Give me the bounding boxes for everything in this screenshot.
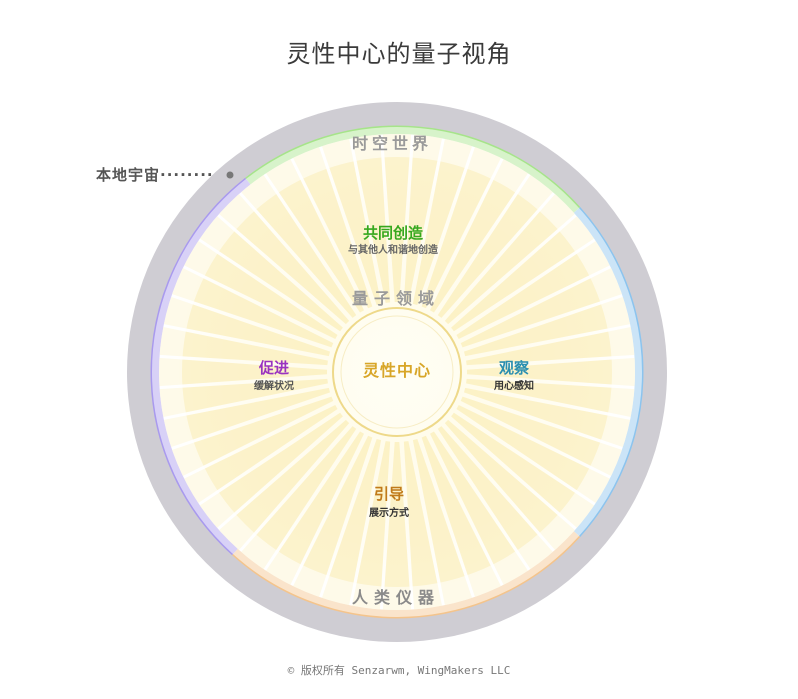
- sun-ray: [198, 412, 343, 530]
- ring-bottom-label: 人类仪器: [352, 588, 440, 607]
- cocreate-subtitle: 与其他人和谐地创造: [348, 243, 439, 256]
- guide-title: 引导: [374, 485, 404, 503]
- guide-subtitle: 展示方式: [369, 506, 409, 519]
- sun-ray: [264, 431, 364, 587]
- sun-ray: [182, 405, 338, 505]
- copyright-footer: © 版权所有 Senzarwm, WingMakers LLC: [287, 664, 511, 677]
- sun-ray: [421, 145, 502, 309]
- sun-ray: [217, 192, 350, 325]
- sun-ray: [264, 157, 364, 313]
- sun-ray: [463, 387, 633, 448]
- page-title: 灵性中心的量子视角: [286, 40, 512, 68]
- quantum-field-label: 量子领域: [352, 289, 440, 308]
- sun-ray: [182, 239, 338, 339]
- universe-pointer-dot: [226, 171, 234, 179]
- sun-ray: [466, 357, 635, 387]
- sun-ray: [412, 136, 473, 306]
- local-universe-text: 本地宇宙: [96, 166, 161, 184]
- sun-ray: [159, 326, 328, 366]
- sun-ray: [444, 192, 577, 325]
- sun-ray: [161, 387, 331, 448]
- sun-ray: [351, 134, 391, 303]
- sun-ray: [321, 438, 382, 608]
- sun-ray: [170, 267, 334, 348]
- sun-ray: [466, 378, 635, 418]
- sun-ray: [239, 426, 357, 571]
- sun-ray: [430, 157, 530, 313]
- sun-ray: [382, 134, 412, 303]
- sun-ray: [444, 419, 577, 552]
- sun-ray: [460, 267, 624, 348]
- center-circle: [332, 307, 462, 437]
- sun-ray: [456, 239, 612, 339]
- sun-ray: [466, 326, 635, 366]
- sun-ray: [351, 441, 391, 610]
- sun-ray: [217, 419, 350, 552]
- sun-ray: [159, 357, 328, 387]
- sun-ray: [170, 396, 334, 477]
- sun-ray: [161, 296, 331, 357]
- sun-ray: [321, 136, 382, 306]
- sun-ray: [412, 438, 473, 608]
- sunburst-rays: [159, 134, 635, 610]
- sun-ray: [451, 412, 596, 530]
- sun-ray: [430, 431, 530, 587]
- sun-ray: [421, 435, 502, 599]
- sun-ray: [159, 378, 328, 418]
- center-label: 灵性中心: [363, 361, 431, 380]
- sun-ray: [463, 296, 633, 357]
- sun-ray: [239, 173, 357, 318]
- sun-ray: [403, 134, 443, 303]
- sun-ray: [451, 214, 596, 332]
- sun-ray: [460, 396, 624, 477]
- sun-ray: [437, 426, 555, 571]
- cocreate-title: 共同创造: [363, 224, 423, 242]
- sun-ray: [382, 441, 412, 610]
- sun-ray: [292, 145, 373, 309]
- sun-ray: [456, 405, 612, 505]
- facilitate-subtitle: 缓解状况: [253, 379, 294, 392]
- observe-subtitle: 用心感知: [493, 379, 534, 392]
- sun-ray: [292, 435, 373, 599]
- ring-top-label: 时空世界: [352, 134, 432, 153]
- sun-ray: [437, 173, 555, 318]
- observe-title: 观察: [499, 359, 530, 377]
- facilitate-title: 促进: [258, 359, 289, 377]
- sun-ray: [198, 214, 343, 332]
- sun-ray: [403, 441, 443, 610]
